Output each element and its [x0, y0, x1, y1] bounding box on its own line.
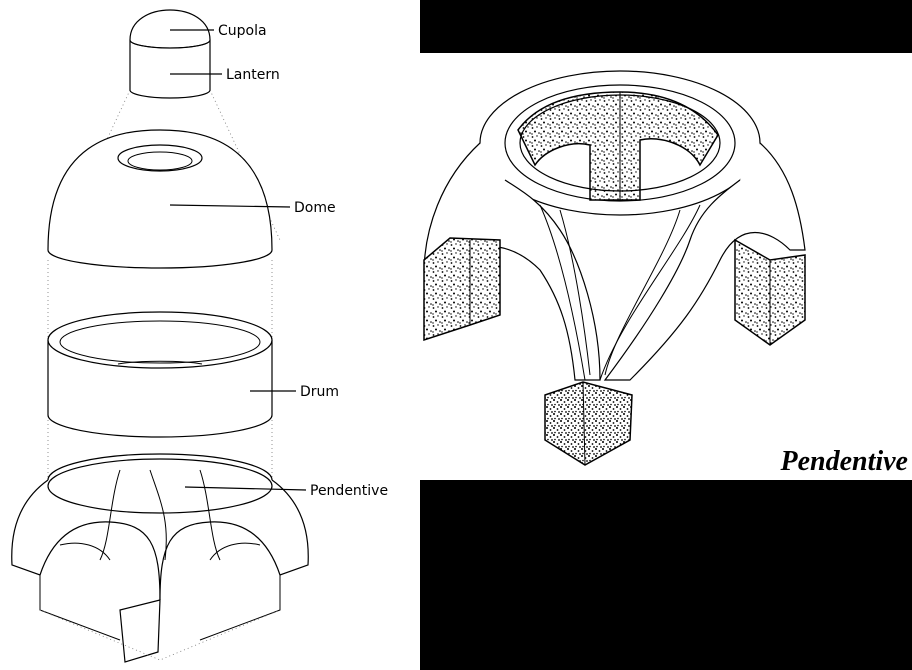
label-dome: Dome: [294, 200, 336, 216]
label-lantern: Lantern: [226, 67, 280, 83]
drum-ring: [48, 312, 272, 437]
label-drum: Drum: [300, 384, 339, 400]
exploded-dome-diagram: Cupola Lantern Dome Drum Pendentive: [12, 10, 388, 662]
pendentive-illustration: Pendentive: [424, 71, 908, 477]
dome-shell: [48, 130, 272, 268]
label-cupola: Cupola: [218, 23, 267, 39]
lantern-and-cupola: [130, 10, 210, 98]
label-pendentive: Pendentive: [310, 483, 388, 499]
pendentive-leader: [185, 487, 306, 490]
pendentive-caption: Pendentive: [779, 446, 908, 477]
pendentive-base: [12, 454, 308, 662]
